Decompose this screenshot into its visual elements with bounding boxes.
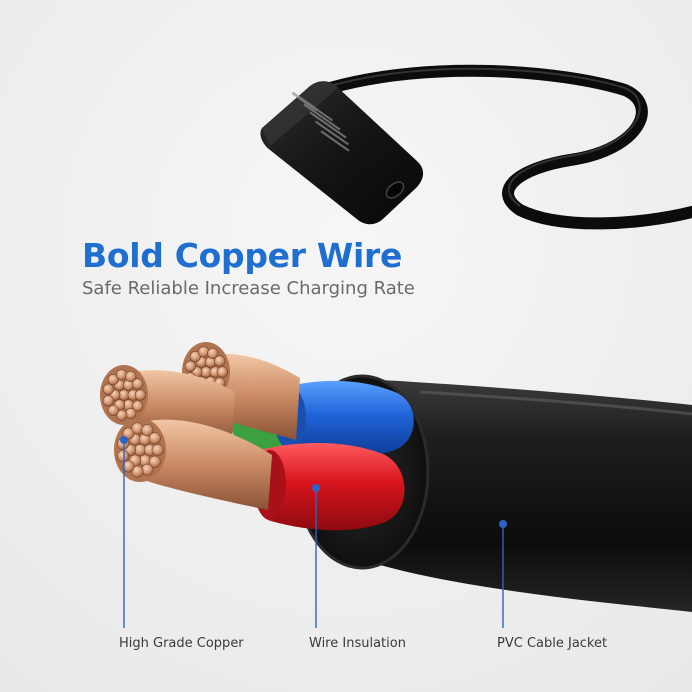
copper-strand <box>184 360 196 372</box>
copper-strand <box>132 400 144 412</box>
copper-strand <box>148 455 161 468</box>
copper-strand <box>125 407 137 420</box>
copper-strand <box>216 366 228 378</box>
callout-copper <box>120 436 128 628</box>
copper-strands-bottom <box>114 418 272 510</box>
copper-strand <box>141 463 154 476</box>
copper-strand <box>102 395 114 407</box>
copper-strand <box>148 432 161 445</box>
copper-strand <box>107 404 119 416</box>
adapter-cable <box>324 64 692 230</box>
copper-strand <box>134 389 146 401</box>
callout-label-jacket: PVC Cable Jacket <box>497 636 608 651</box>
copper-strand <box>151 443 164 457</box>
copper-strand <box>132 378 144 390</box>
callout-label-copper: High Grade Copper <box>119 636 244 651</box>
callout-jacket <box>499 520 507 628</box>
copper-strand <box>131 422 144 435</box>
power-adapter <box>260 81 424 225</box>
headline: Bold Copper Wire <box>82 236 403 275</box>
adapter-label-print <box>291 91 350 152</box>
copper-strand <box>122 460 135 473</box>
copper-strand <box>107 374 119 386</box>
copper-strand <box>214 355 226 367</box>
copper-strand <box>207 347 219 360</box>
copper-strands-left <box>100 365 235 442</box>
callout-insulation <box>312 484 320 628</box>
dc-port-icon <box>385 181 405 199</box>
callout-dot <box>312 484 320 492</box>
copper-strand <box>116 369 128 381</box>
callout-dot <box>120 436 128 444</box>
callout-label-insulation: Wire Insulation <box>309 636 406 651</box>
copper-strand <box>189 351 201 363</box>
copper-strand <box>102 383 114 395</box>
copper-strand <box>131 465 144 478</box>
copper-strand <box>117 450 130 463</box>
callout-dot <box>499 520 507 528</box>
subheadline: Safe Reliable Increase Charging Rate <box>82 278 415 299</box>
red-wire <box>254 443 405 531</box>
copper-strand <box>116 409 128 421</box>
copper-strand <box>141 424 154 437</box>
copper-strand <box>198 346 210 358</box>
copper-strand <box>125 370 137 383</box>
